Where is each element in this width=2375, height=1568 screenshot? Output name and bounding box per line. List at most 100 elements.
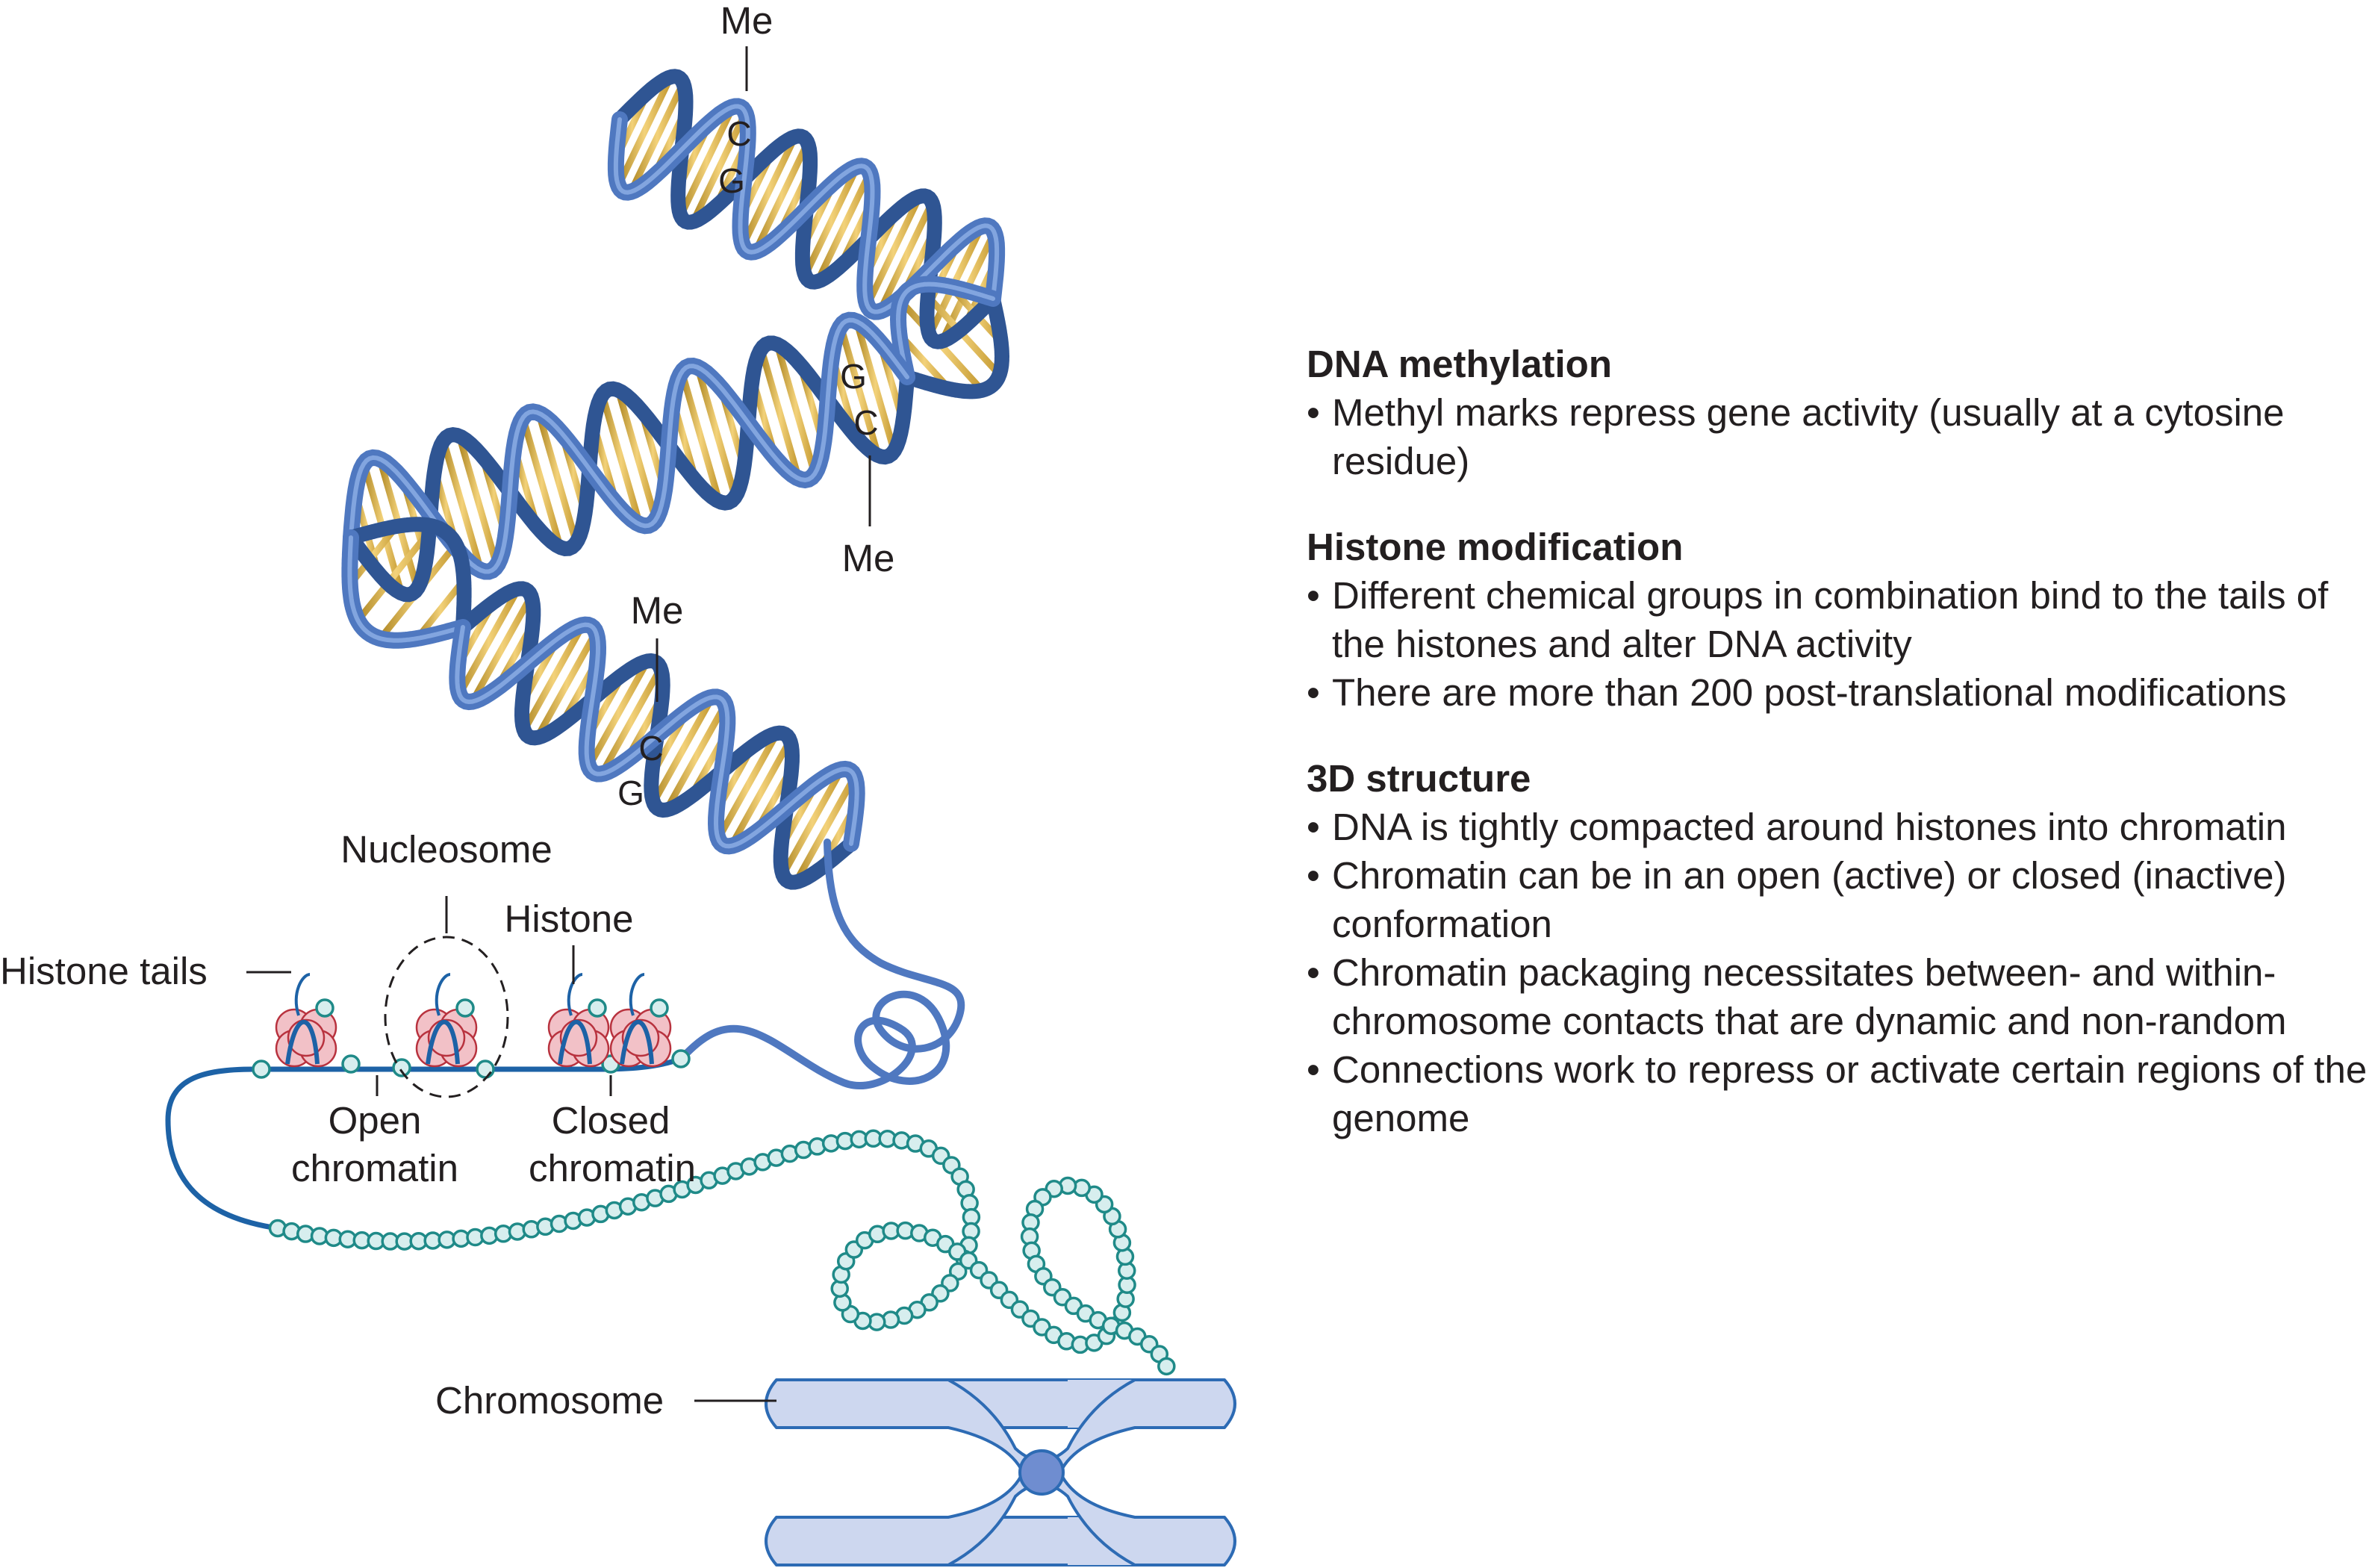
linker-bead [392, 1058, 411, 1077]
base-pair-rung [679, 373, 721, 500]
linker-bead [671, 1049, 691, 1068]
bullet-item: Connections work to repress or activate … [1307, 1045, 2371, 1142]
histone-tail [435, 973, 451, 1016]
base-pair-rung [816, 173, 871, 281]
base-pair-rung [535, 632, 597, 737]
dna-wrap [426, 1019, 460, 1065]
base-pair-rung [617, 78, 673, 185]
base-pair-rung [741, 137, 797, 245]
base-pair-rung [600, 396, 642, 523]
open-chromatin-label-1: Open [329, 1099, 422, 1142]
bullet-item: DNA is tightly compacted around histones… [1307, 803, 2371, 851]
dna-loop-segment [677, 839, 965, 1089]
histone-tail [567, 973, 583, 1016]
chromatin-bead-fiber [252, 1049, 1176, 1376]
chromosome-body [765, 1378, 1236, 1567]
bullet-item: Chromatin packaging necessitates between… [1307, 948, 2371, 1045]
histone-tails-label: Histone tails [0, 950, 208, 992]
histone-mark-bead [315, 998, 334, 1018]
base-pair-rung [520, 419, 562, 546]
base-c-top: C [726, 114, 751, 153]
dna-strand-highlight [455, 622, 859, 849]
base-pair-rung [358, 526, 434, 620]
bullet-item: Different chemical groups in combination… [1307, 571, 2371, 668]
section-title: DNA methylation [1307, 343, 1612, 385]
histone-mark-bead [650, 998, 669, 1018]
section-title: Histone modification [1307, 526, 1684, 568]
base-c-middle: C [853, 403, 878, 442]
closed-chromatin-label-2: chromatin [529, 1147, 696, 1189]
base-pair-rung [616, 392, 658, 518]
base-pair-rung [775, 346, 817, 473]
nucleosome-label: Nucleosome [340, 828, 552, 871]
base-c-lower: C [638, 729, 663, 768]
base-pair-rung [878, 203, 934, 311]
open-chromatin-label-2: chromatin [291, 1147, 458, 1189]
base-pair-rung [523, 626, 585, 730]
bullet-list: Methyl marks repress gene activity (usua… [1307, 388, 2371, 485]
base-pair-rung [717, 734, 779, 839]
section-3d-structure: 3D structure DNA is tightly compacted ar… [1307, 754, 2371, 1142]
base-pair-rung [759, 350, 801, 477]
methyl-label-top: Me [720, 0, 773, 42]
base-pair-rung [803, 167, 859, 275]
dna-strand-back [343, 335, 915, 603]
chromatin-fiber [165, 1056, 682, 1231]
base-pair-rung [471, 597, 532, 701]
chromosome [765, 1378, 1236, 1567]
base-pair-rung [537, 414, 579, 541]
base-pair-rung [457, 438, 499, 564]
dna-strand-back [900, 291, 1009, 399]
histone-tail [294, 973, 311, 1016]
base-pair-rung [696, 369, 738, 496]
base-g-middle: G [840, 357, 867, 396]
base-pair-rung [794, 777, 856, 882]
chromatin-bead [1157, 1357, 1176, 1376]
base-pair-rung [588, 662, 649, 766]
histone-mark-bead [588, 998, 607, 1018]
base-pair-rung [600, 669, 662, 774]
bullet-item: Methyl marks repress gene activity (usua… [1307, 388, 2371, 485]
base-pair-rung [782, 770, 843, 874]
bullet-item: There are more than 200 post-translation… [1307, 668, 2371, 717]
methyl-label-middle: Me [842, 537, 895, 579]
histone-mark-bead [455, 998, 475, 1018]
linker-bead [252, 1060, 271, 1079]
base-pair-rung [691, 113, 747, 221]
base-pair-rung [458, 589, 520, 694]
base-pair-rung [652, 697, 714, 802]
dna-strand-highlight [896, 281, 995, 379]
dna-wrap [620, 1019, 654, 1065]
dna-backbone-strands [341, 69, 1009, 890]
dna-strand-highlight [613, 104, 1000, 314]
dna-strand-highlight [347, 535, 465, 643]
base-g-lower: G [617, 774, 644, 812]
bullet-list: Different chemical groups in combination… [1307, 571, 2371, 717]
base-pair-rung [665, 705, 726, 809]
base-g-top: G [718, 161, 745, 200]
leader-lines [246, 46, 871, 1402]
closed-chromatin-label-1: Closed [552, 1099, 670, 1142]
linker-bead [341, 1054, 361, 1074]
base-pair-rung [753, 143, 809, 251]
dna-strand-back [343, 517, 472, 635]
section-dna-methylation: DNA methylation Methyl marks repress gen… [1307, 340, 2371, 485]
chromosome-label: Chromosome [435, 1379, 664, 1422]
base-pair-rung [865, 197, 921, 305]
base-pair-rung [441, 442, 483, 569]
base-pair-rung [854, 323, 896, 449]
base-pair-rung [629, 84, 685, 191]
nucleosome-outline [384, 936, 509, 1098]
base-pair-rung [415, 579, 466, 640]
section-title: 3D structure [1307, 757, 1531, 800]
linker-bead [476, 1060, 495, 1079]
base-pair-rung [838, 328, 880, 454]
dna-wrap [558, 1019, 592, 1065]
histone-octamers [275, 973, 672, 1068]
histone-label: Histone [505, 897, 634, 940]
dna-wrap [285, 1019, 320, 1065]
section-histone-modification: Histone modification Different chemical … [1307, 523, 2371, 717]
dna-double-helix [341, 69, 1009, 890]
base-pair-rung [679, 108, 735, 215]
